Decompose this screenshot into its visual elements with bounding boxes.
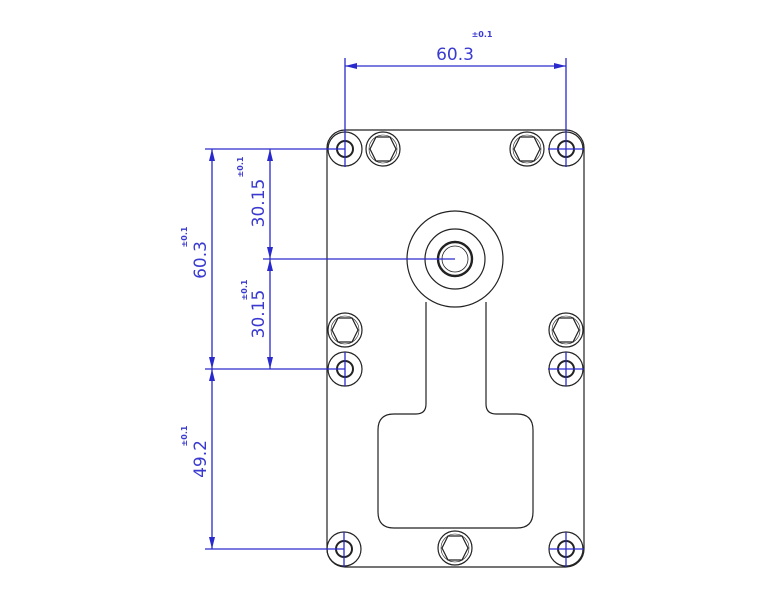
dimension-top-width: 60.3 ±0.1 [344, 30, 567, 140]
dimension-value: 30.15 [249, 179, 269, 228]
dimension-shaft-upper: 30.15 ±0.1 [236, 149, 273, 259]
hex-screw-mid-right [548, 312, 584, 348]
dimension-value: 30.15 [249, 290, 269, 339]
dimension-tolerance: ±0.1 [240, 279, 249, 300]
housing-outline [377, 302, 534, 529]
dimension-left-upper-span: 60.3 ±0.1 [180, 149, 215, 369]
dimension-shaft-lower: 30.15 ±0.1 [240, 259, 273, 369]
dimension-value: 60.3 [436, 45, 474, 65]
hex-screw-top-left [365, 131, 401, 167]
hole-center-marks [343, 140, 584, 567]
dimension-tolerance: ±0.1 [180, 226, 189, 247]
dimension-tolerance: ±0.1 [236, 156, 245, 177]
extension-lines-left [205, 148, 455, 550]
dimension-left-lower-span: 49.2 ±0.1 [180, 369, 215, 549]
dimension-tolerance: ±0.1 [180, 425, 189, 446]
hex-screw-bottom-center [437, 530, 473, 566]
hex-screw-top-right [509, 131, 545, 167]
dimension-tolerance: ±0.1 [472, 30, 493, 39]
gearbox-plate-outline [326, 129, 585, 568]
dimension-value: 49.2 [191, 440, 211, 478]
hex-screw-mid-left [327, 312, 363, 348]
dimension-value: 60.3 [191, 241, 211, 279]
